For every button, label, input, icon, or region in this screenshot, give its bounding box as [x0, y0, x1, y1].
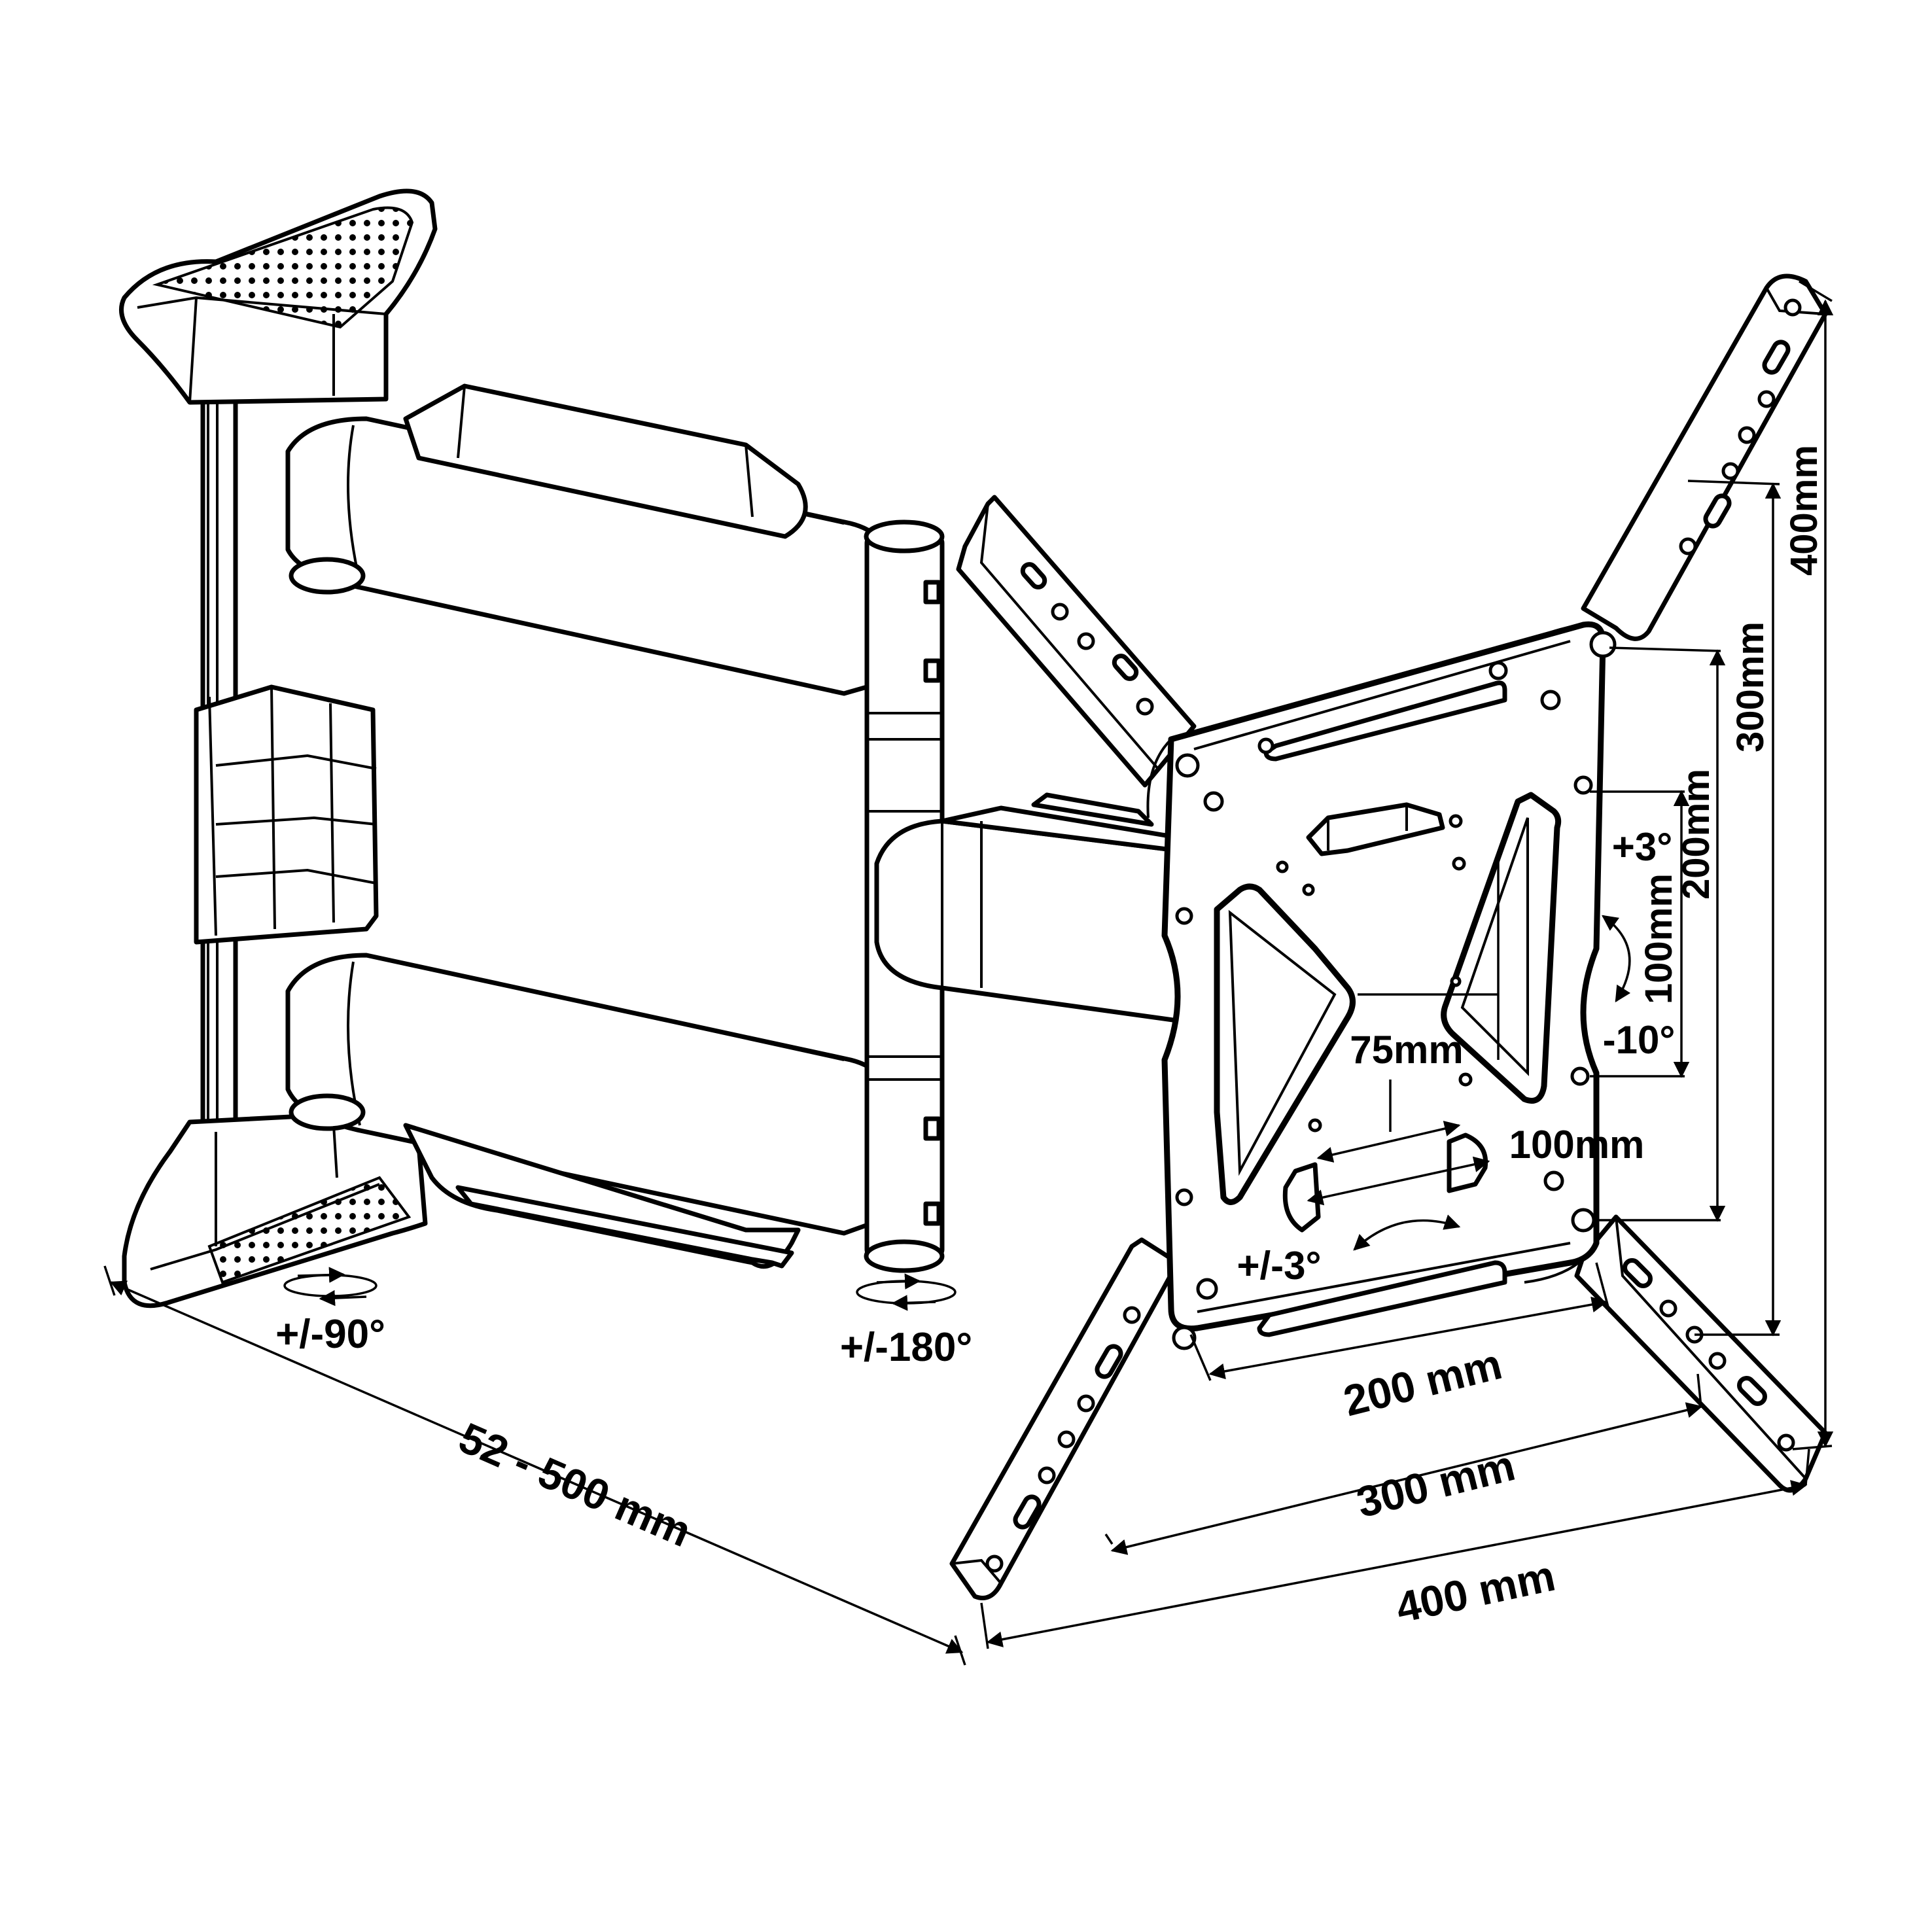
vesa-400-vertical-label: 400mm [1783, 445, 1825, 576]
swivel-arm-label: +/-180° [840, 1325, 972, 1370]
swivel-indicator-arm [856, 1273, 957, 1311]
lower-arm [285, 953, 892, 1269]
vesa-200-vertical-label: 200mm [1675, 769, 1717, 900]
tilt-up-label: +3° [1612, 825, 1672, 869]
upper-arm [285, 383, 892, 696]
dimension-lines [103, 280, 1834, 1666]
adapter-arm-bottom-left [949, 1237, 1180, 1600]
rotation-label: +/-3° [1237, 1244, 1321, 1288]
swivel-wall-label: +/-90° [275, 1312, 385, 1357]
middle-arm [874, 792, 1180, 1023]
extension-range-label: 52 - 500 mm [452, 1413, 698, 1556]
tilt-down-label: -10° [1603, 1018, 1676, 1062]
vesa-300-horizontal-label: 300 mm [1352, 1441, 1519, 1526]
swivel-indicator-wall [283, 1267, 378, 1307]
wall-bracket-bottom [122, 1110, 428, 1308]
wall-bracket-top [119, 188, 438, 405]
vesa-300-vertical-label: 300mm [1729, 622, 1772, 752]
adapter-arm-bottom-right [1574, 1214, 1828, 1493]
vesa-100-vertical-label: 100mm [1638, 873, 1680, 1004]
vesa-100-horizontal-label: 100mm [1509, 1123, 1645, 1167]
tilt-arrow [1602, 915, 1631, 1003]
vesa-75-horizontal-label: 75mm [1350, 1028, 1463, 1072]
vesa-head-plate [1146, 621, 1617, 1350]
vesa-400-horizontal-label: 400 mm [1392, 1551, 1559, 1632]
vesa-200-horizontal-label: 200 mm [1339, 1339, 1506, 1425]
adapter-arm-top-left [956, 495, 1197, 788]
rotation-arrow [1353, 1214, 1461, 1251]
